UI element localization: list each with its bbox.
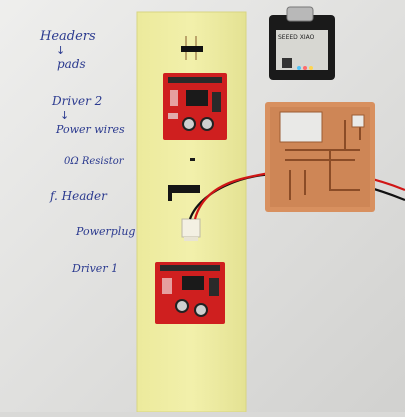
power-plug — [181, 218, 201, 241]
driver-board-2 — [163, 73, 227, 140]
note-power-plug: Powerplug — [76, 225, 136, 238]
foam-strip — [137, 12, 246, 412]
xiao-board-label: SEEED XIAO — [278, 34, 315, 41]
note-resistor: 0Ω Resistor — [64, 156, 124, 167]
female-header — [168, 185, 200, 201]
note-female-header: f. Header — [50, 189, 107, 203]
xiao-board — [269, 6, 335, 80]
resistor-component — [190, 158, 195, 161]
note-driver-1: Driver 1 — [72, 262, 119, 275]
copper-pcb — [265, 102, 375, 212]
arrow-down-icon: ↓ — [60, 109, 70, 122]
note-headers: Headers — [40, 29, 96, 44]
note-power-wires: Power wires — [56, 123, 125, 136]
driver-board-1 — [155, 262, 225, 324]
note-pads: pads — [57, 57, 86, 71]
arrow-down-icon: ↓ — [56, 44, 66, 57]
note-driver-2: Driver 2 — [52, 94, 103, 108]
pin-header — [181, 36, 203, 60]
